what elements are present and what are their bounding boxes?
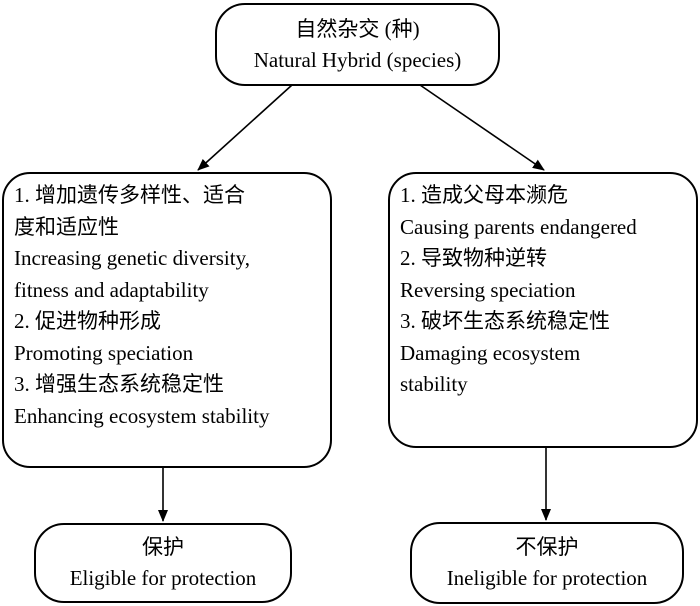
harm-line: 2. 导致物种逆转 [400,246,547,270]
natural-hybrid-en: Natural Hybrid (species) [253,47,462,72]
benefit-line: 度和适应性 [14,214,119,239]
benefit-line: 3. 增强生态系统稳定性 [14,372,224,396]
eligible-en: Eligible for protection [69,566,257,590]
harm-line: 1. 造成父母本濒危 [400,183,568,207]
benefit-line: 2. 促进物种形成 [14,309,161,333]
benefit-line: Promoting speciation [14,340,194,365]
ineligible-en: Ineligible for protection [446,566,648,590]
arrow-top-to-left [197,84,293,171]
ineligible-node: 不保护 Ineligible for protection [410,522,684,604]
benefits-node: 1. 增加遗传多样性、适合 度和适应性 Increasing genetic d… [2,172,332,468]
harm-line: Damaging ecosystem [400,340,581,365]
harm-line: stability [400,372,468,396]
harm-line: Causing parents endangered [400,214,637,239]
benefit-line: 1. 增加遗传多样性、适合 [14,183,245,207]
eligible-zh: 保护 [142,535,184,559]
benefit-line: Enhancing ecosystem stability [14,403,270,428]
natural-hybrid-node: 自然杂交 (种) Natural Hybrid (species) [215,3,500,86]
benefit-line: Increasing genetic diversity, [14,246,250,270]
harm-line: Reversing speciation [400,277,576,302]
ineligible-zh: 不保护 [515,535,579,559]
harms-node: 1. 造成父母本濒危 Causing parents endangered 2.… [388,172,698,448]
benefit-line: fitness and adaptability [14,277,209,302]
natural-hybrid-zh: 自然杂交 (种) [295,16,420,41]
arrow-top-to-right [419,84,545,171]
eligible-node: 保护 Eligible for protection [34,523,292,603]
harm-line: 3. 破坏生态系统稳定性 [400,309,610,333]
